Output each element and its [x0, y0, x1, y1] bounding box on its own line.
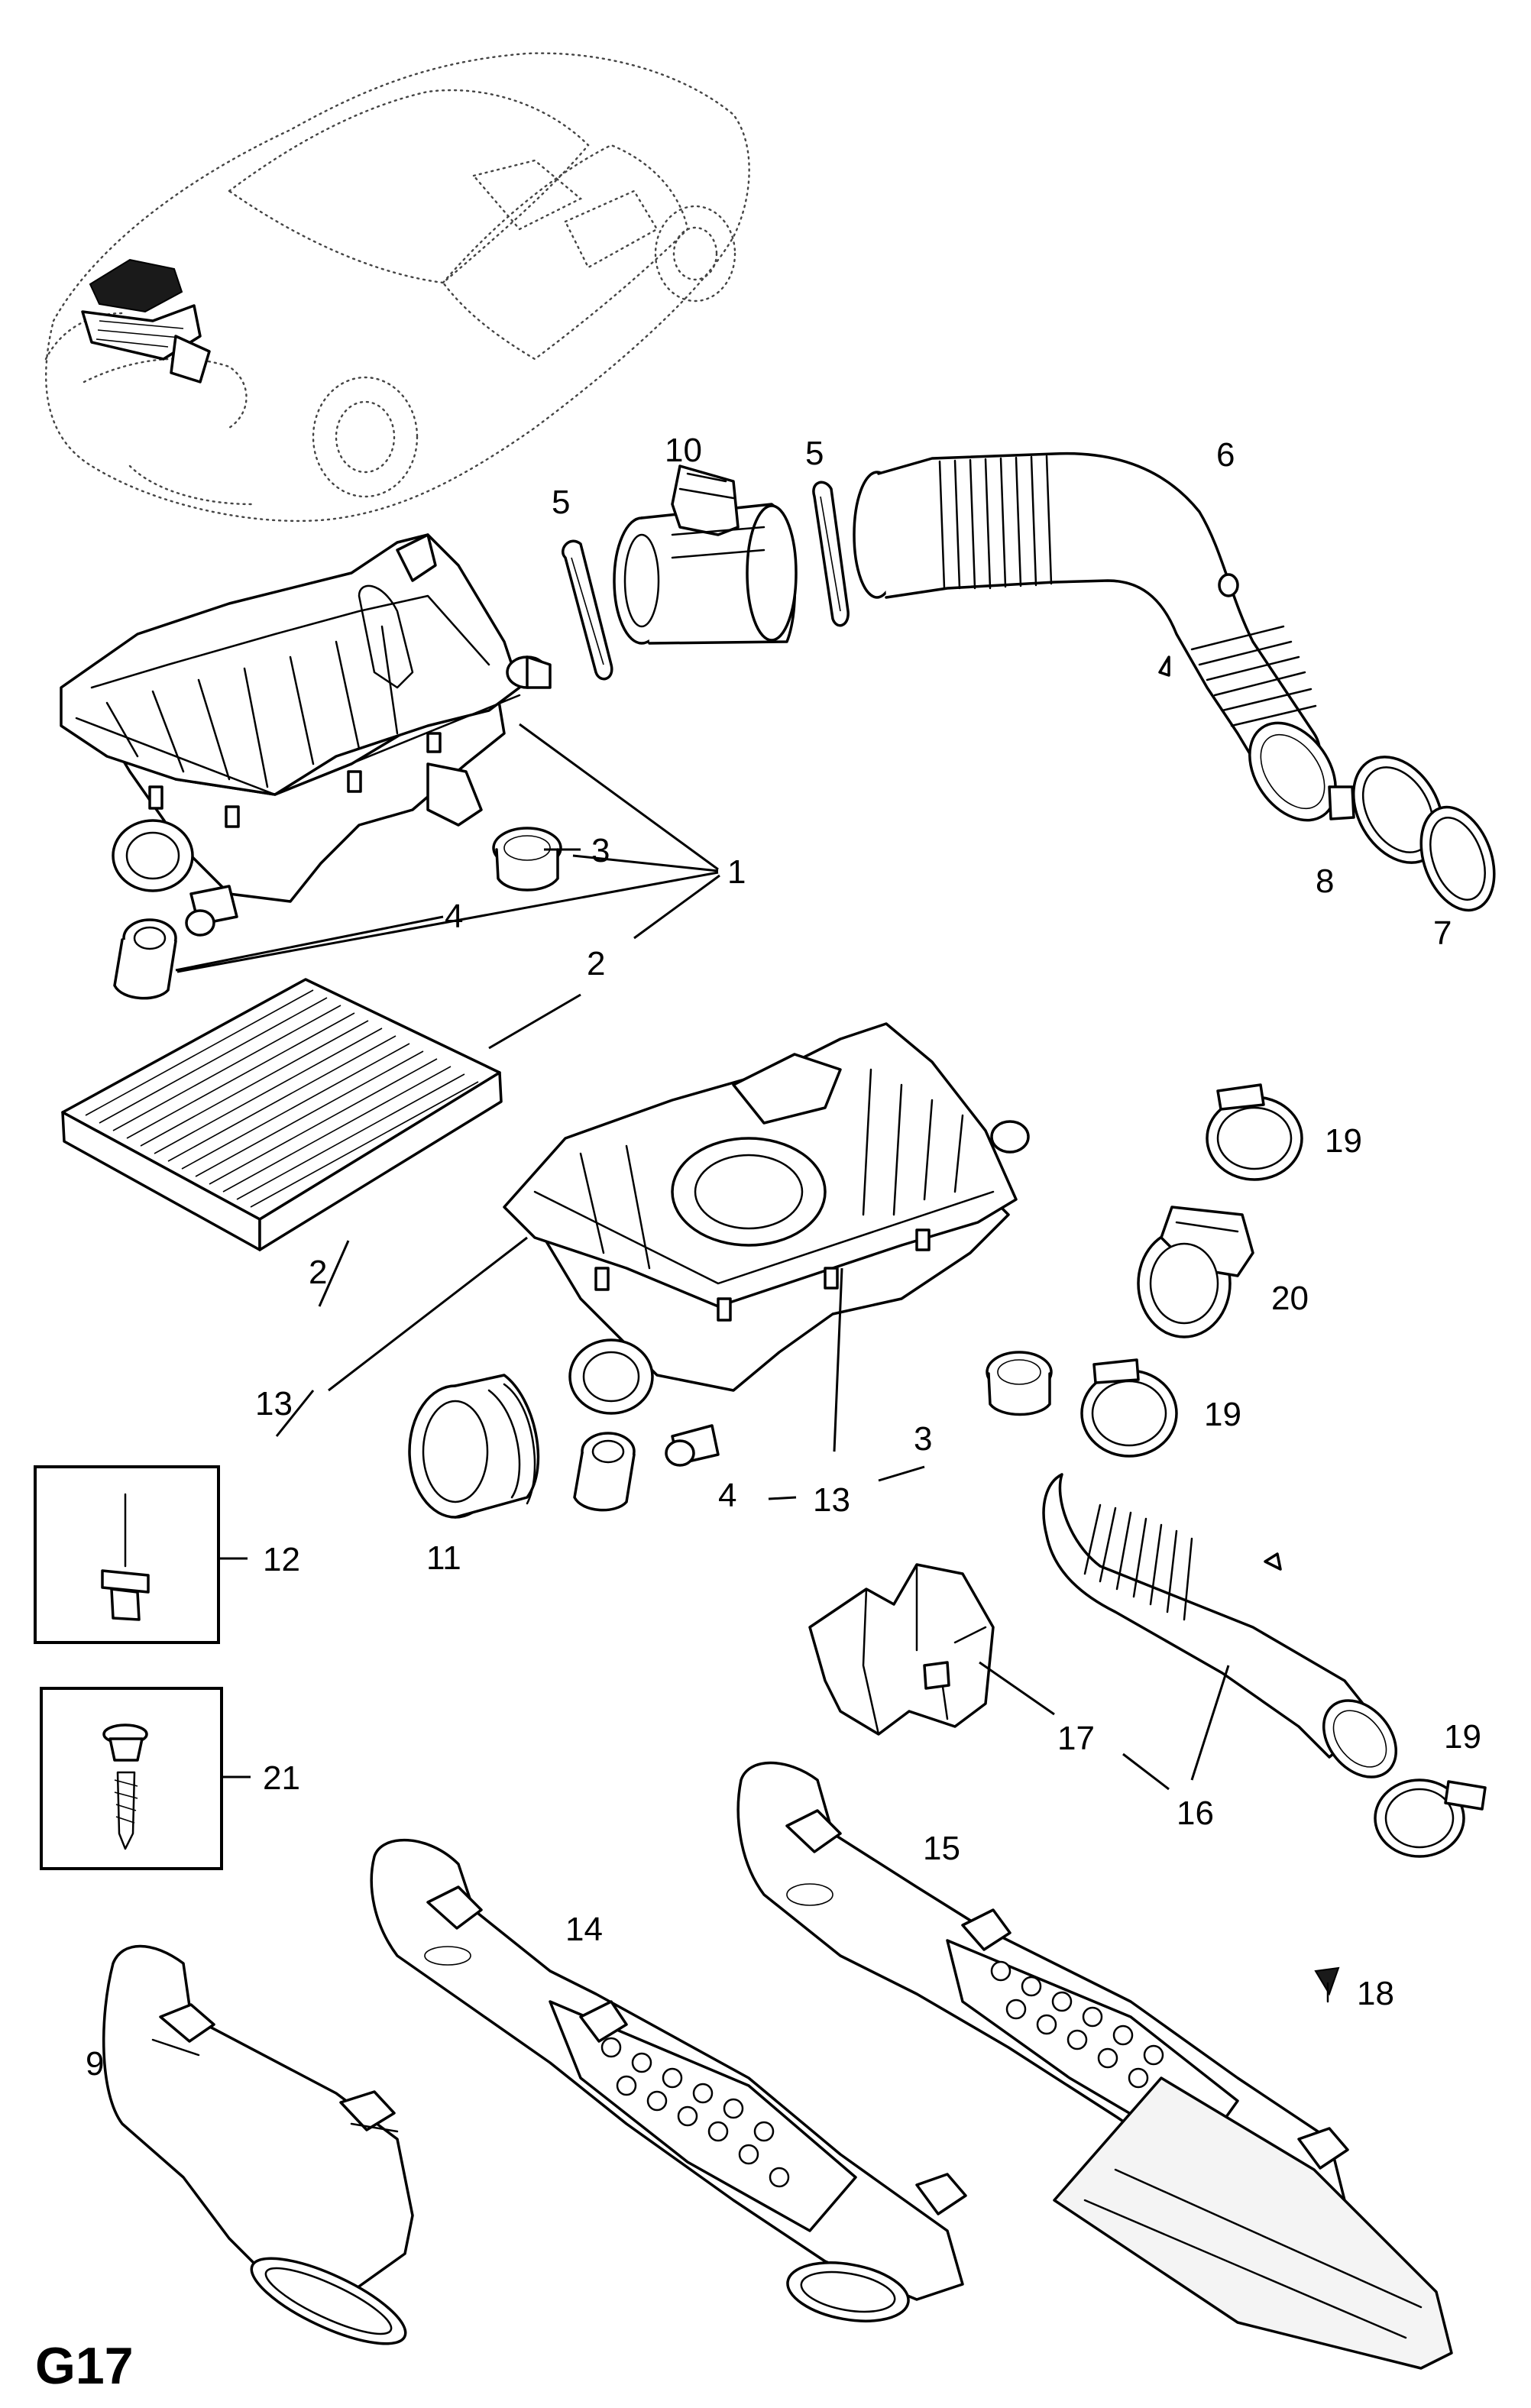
callout-18: 18 [1357, 1975, 1394, 2012]
intake-duct-9 [102, 1944, 414, 2345]
callout-16: 16 [1177, 1795, 1214, 1832]
band-clamp-left [562, 539, 613, 681]
sleeve-lower [573, 1432, 636, 1512]
callout-13: 13 [813, 1481, 850, 1519]
callout-21: 21 [263, 1759, 300, 1797]
hose-holder-17 [808, 1563, 995, 1736]
callout-10: 10 [665, 432, 702, 469]
vehicle-locator-icon [44, 52, 750, 523]
callout-19: 19 [1325, 1122, 1362, 1160]
callout-3: 3 [914, 1420, 932, 1458]
callout-1: 1 [727, 853, 746, 891]
callout-3: 3 [591, 832, 610, 869]
intake-duct-hose [853, 452, 1337, 822]
callout-12: 12 [263, 1541, 300, 1578]
callout-6: 6 [1216, 436, 1235, 474]
callout-17: 17 [1057, 1720, 1095, 1757]
air-flow-meter [613, 464, 798, 645]
callout-20: 20 [1271, 1280, 1309, 1317]
intake-duct-14 [370, 1838, 967, 2322]
callout-4: 4 [718, 1477, 736, 1514]
adaptor-ring-11 [408, 1374, 540, 1519]
seal-ring-7 [1419, 805, 1496, 912]
air-flow-meter-20 [1137, 1206, 1254, 1338]
rivet-icon [34, 1465, 220, 1644]
hose-clamp-19-top [1206, 1083, 1303, 1181]
push-clip-18 [1314, 1966, 1340, 2003]
grommet-lower [986, 1351, 1053, 1416]
callout-19: 19 [1204, 1396, 1241, 1433]
callout-5: 5 [552, 484, 570, 521]
callout-8: 8 [1316, 863, 1334, 900]
callout-7: 7 [1433, 914, 1452, 952]
intake-hose-16 [1042, 1473, 1398, 1778]
callout-labels: 1 2 2 3 3 4 4 5 5 6 7 8 9 10 11 12 13 13… [86, 432, 1481, 2083]
callout-4: 4 [445, 898, 463, 935]
screw-icon [40, 1687, 223, 1870]
band-clamp-right [812, 481, 850, 627]
hose-clamp-19-mid [1080, 1358, 1178, 1458]
filter-element-icon [61, 978, 503, 1251]
callout-2: 2 [309, 1254, 327, 1291]
callout-19: 19 [1444, 1718, 1481, 1756]
sleeve-upper [113, 918, 177, 1000]
callout-15: 15 [923, 1830, 960, 1867]
air-cleaner-housing-icon [503, 1022, 1030, 1467]
hose-clamp-19-bottom [1374, 1778, 1487, 1858]
callout-11: 11 [426, 1539, 461, 1577]
callout-2: 2 [587, 945, 605, 982]
grommet-upper [492, 827, 562, 892]
intake-duct-15 [736, 1761, 1453, 2370]
callout-13: 13 [255, 1385, 293, 1422]
callout-9: 9 [86, 2045, 104, 2083]
callout-5: 5 [805, 435, 824, 472]
sheet-code: G17 [35, 2337, 134, 2395]
air-cleaner-housing-upper [60, 533, 552, 937]
callout-14: 14 [565, 1911, 603, 1948]
